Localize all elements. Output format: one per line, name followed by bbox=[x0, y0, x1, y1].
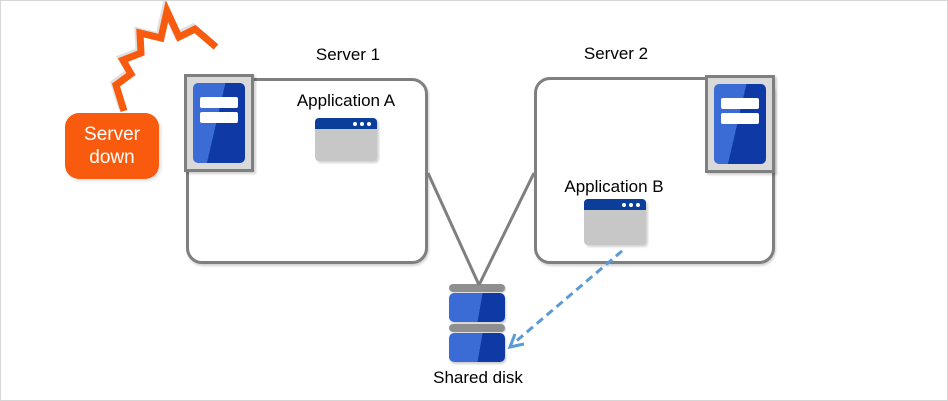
app-b-disk-arrow-line bbox=[513, 249, 623, 345]
dashed-arrow-icon bbox=[507, 249, 623, 350]
app-window-icon bbox=[584, 199, 646, 245]
window-dot-icon bbox=[629, 202, 633, 207]
arrowhead-icon bbox=[507, 333, 525, 350]
disk-cap bbox=[449, 324, 505, 332]
app-window-icon bbox=[315, 118, 377, 161]
server2-tower-frame bbox=[705, 75, 775, 173]
window-dot-icon bbox=[353, 121, 357, 126]
server1-disk-connector bbox=[426, 172, 481, 286]
window-dot-icon bbox=[622, 202, 626, 207]
shared-disk-label: Shared disk bbox=[433, 368, 523, 387]
tower-slot bbox=[200, 112, 238, 123]
app-window-titlebar bbox=[315, 118, 377, 129]
application-b-label: Application B bbox=[564, 177, 664, 196]
server-tower-icon bbox=[714, 84, 766, 164]
disk-cap bbox=[449, 284, 505, 292]
server-down-label: Server down bbox=[84, 124, 140, 168]
window-dot-icon bbox=[360, 121, 364, 126]
disk-platter bbox=[449, 333, 505, 362]
shared-disk-icon bbox=[449, 284, 505, 362]
disk-platter bbox=[449, 293, 505, 322]
server2-disk-connector bbox=[477, 172, 536, 286]
app-window-titlebar bbox=[584, 199, 646, 210]
server2-title: Server 2 bbox=[583, 44, 649, 63]
tower-slot bbox=[721, 98, 759, 109]
server-down-badge: Server down bbox=[65, 113, 159, 179]
server1-title: Server 1 bbox=[315, 45, 381, 64]
tower-slot bbox=[200, 97, 238, 108]
tower-slot bbox=[721, 113, 759, 124]
window-dot-icon bbox=[636, 202, 640, 207]
server1-tower-frame bbox=[184, 74, 254, 172]
server-tower-icon bbox=[193, 83, 245, 163]
application-a-label: Application A bbox=[296, 91, 396, 110]
window-dot-icon bbox=[367, 121, 371, 126]
